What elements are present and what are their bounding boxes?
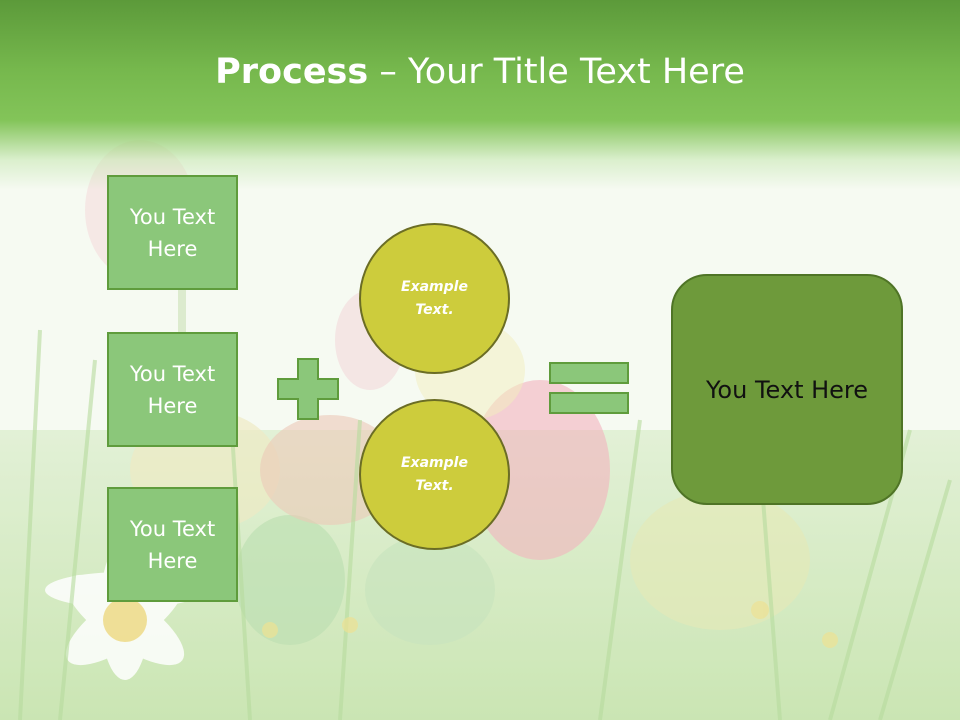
result-label: You Text Here bbox=[705, 375, 869, 404]
result-box[interactable]: You Text Here bbox=[671, 274, 903, 505]
step-box-label: You Text Here bbox=[129, 204, 216, 261]
title-bold: Process bbox=[215, 52, 369, 92]
step-box-2[interactable]: You Text Here bbox=[107, 332, 238, 447]
title-rest: – Your Title Text Here bbox=[368, 52, 745, 92]
circle-label: Example Text. bbox=[401, 278, 468, 318]
plus-icon bbox=[277, 358, 339, 420]
circle-label: Example Text. bbox=[401, 454, 468, 494]
step-box-3[interactable]: You Text Here bbox=[107, 487, 238, 602]
step-box-label: You Text Here bbox=[129, 361, 216, 418]
title-bar bbox=[0, 0, 960, 190]
example-circle-1[interactable]: Example Text. bbox=[359, 223, 510, 374]
step-box-label: You Text Here bbox=[129, 516, 216, 573]
equals-icon bbox=[549, 362, 629, 414]
step-box-1[interactable]: You Text Here bbox=[107, 175, 238, 290]
example-circle-2[interactable]: Example Text. bbox=[359, 399, 510, 550]
slide-title[interactable]: Process – Your Title Text Here bbox=[0, 52, 960, 92]
